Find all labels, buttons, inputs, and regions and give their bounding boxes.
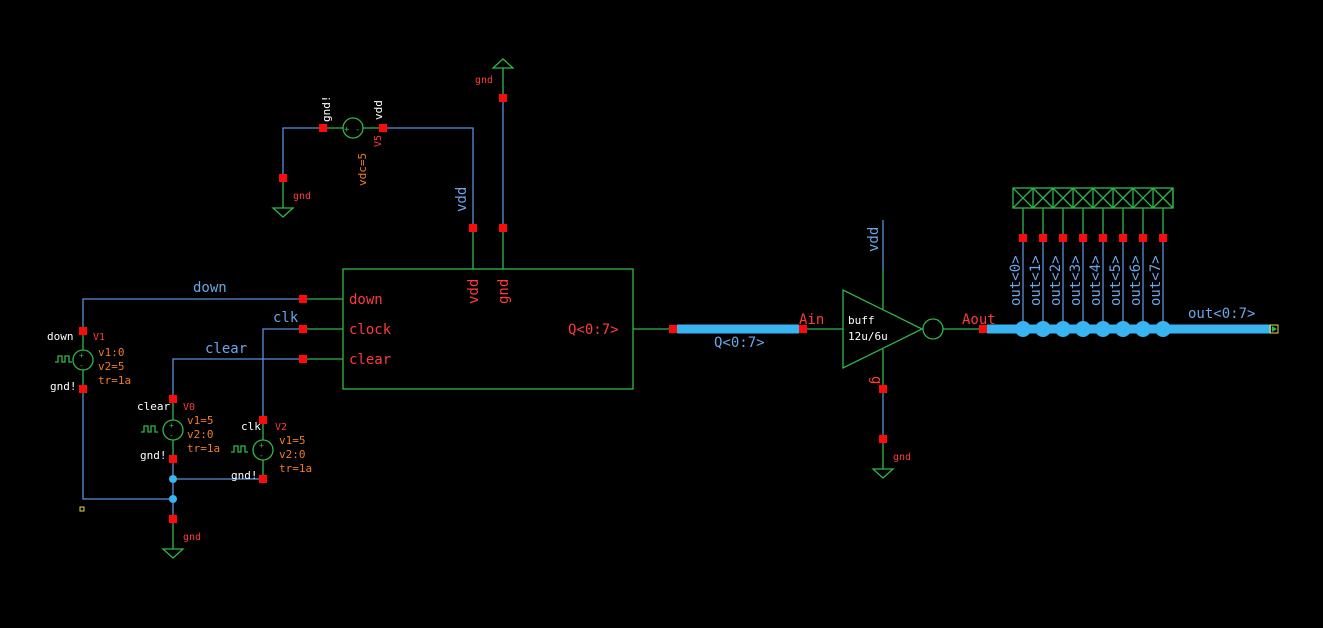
svg-text:tr=1a: tr=1a — [279, 462, 312, 475]
buff-name: buff — [848, 314, 875, 327]
bus-tap-dot — [1135, 321, 1151, 337]
out-bit-pin[interactable] — [1119, 234, 1127, 242]
svg-text:v1=5: v1=5 — [187, 414, 214, 427]
gnd-symbol-top: gnd — [475, 58, 515, 228]
v2-net-label: clk — [241, 420, 261, 433]
gnd-symbol-buff: gnd — [871, 435, 911, 479]
svg-text:+: + — [79, 351, 84, 360]
v5-name: V5 — [373, 135, 384, 147]
out-pin-box — [1092, 187, 1114, 209]
bus-tap-dot — [1115, 321, 1131, 337]
v2-gnd-label: gnd! — [231, 469, 258, 482]
v0-name: V0 — [183, 402, 195, 413]
input-wires: down clk clear — [79, 280, 299, 516]
out-bit-label: out<3> — [1068, 255, 1084, 306]
bus-tap-dot — [1075, 321, 1091, 337]
svg-text:v2=5: v2=5 — [98, 360, 125, 373]
wire-v5-gnd — [282, 127, 323, 178]
out-bit-pin[interactable] — [1059, 234, 1067, 242]
bus-tap-dot — [1015, 321, 1031, 337]
v5-gnd-label: gnd! — [320, 96, 333, 123]
bus-tap-dot — [1095, 321, 1111, 337]
out-pin-box — [1072, 187, 1094, 209]
v5-vdd-label: vdd — [372, 100, 385, 120]
pulse-source-v1[interactable]: + - down gnd! V1 v1:0 v2=5 tr=1a — [47, 327, 131, 393]
out-bit-pin[interactable] — [1099, 234, 1107, 242]
bus-q-label: Q<0:7> — [714, 335, 765, 351]
gnd-symbol-v5: gnd — [271, 174, 311, 218]
pulse-source-v0[interactable]: + - clear gnd! V0 v1=5 v2:0 tr=1a — [137, 395, 220, 463]
out-pin-box — [1012, 187, 1034, 209]
out-bit-pin[interactable] — [1139, 234, 1147, 242]
bus-out-label: out<0:7> — [1188, 306, 1255, 322]
v2-name: V2 — [275, 422, 287, 433]
down-net-label: down — [193, 280, 227, 296]
wire-v5-vdd — [383, 127, 474, 228]
output-pin-strip[interactable]: out<0>out<1>out<2>out<3>out<4>out<5>out<… — [1008, 187, 1174, 337]
bus-tap-dot — [1155, 321, 1171, 337]
out-bit-pin[interactable] — [1019, 234, 1027, 242]
svg-text:-: - — [79, 361, 84, 370]
svg-text:gnd: gnd — [893, 452, 911, 463]
svg-text:v2:0: v2:0 — [187, 428, 214, 441]
v0-net-label: clear — [137, 400, 170, 413]
pulse-source-v2[interactable]: + - clk gnd! V2 v1=5 v2:0 tr=1a — [231, 416, 312, 483]
bus-tap-dot — [1035, 321, 1051, 337]
counter-pin-clock: clock — [349, 322, 392, 338]
buff-aout-pin: Aout — [962, 312, 996, 328]
out-bit-label: out<4> — [1088, 255, 1104, 306]
out-bit-pin[interactable] — [1079, 234, 1087, 242]
buff-size: 12u/6u — [848, 330, 888, 343]
out-pin-box — [1152, 187, 1174, 209]
out-bit-label: out<1> — [1028, 255, 1044, 306]
out-pin-box — [1052, 187, 1074, 209]
out-pin-box — [1112, 187, 1134, 209]
v1-gnd-label: gnd! — [50, 380, 77, 393]
counter-block[interactable]: vdd vdd gnd down clock clear Q<0:7> — [299, 187, 673, 390]
svg-text:-: - — [169, 431, 174, 440]
inverting-buffer[interactable]: vdd g buff 12u/6u Ain Aout — [799, 220, 996, 435]
clk-net-label: clk — [273, 310, 299, 326]
svg-text:+: + — [169, 421, 174, 430]
svg-text:v1:0: v1:0 — [98, 346, 125, 359]
svg-text:+ -: + - — [344, 125, 360, 135]
svg-text:tr=1a: tr=1a — [187, 442, 220, 455]
bus-q[interactable]: Q<0:7> — [669, 324, 807, 351]
svg-text:-: - — [259, 451, 264, 460]
v5-param: vdc=5 — [356, 153, 369, 186]
v1-net-label: down — [47, 330, 74, 343]
vdc-source-v5[interactable]: + - gnd! vdd V5 vdc=5 — [282, 96, 474, 229]
buff-vdd-label: vdd — [866, 227, 882, 252]
counter-vdd-pin: vdd — [466, 279, 482, 304]
bus-tap-dot — [1055, 321, 1071, 337]
counter-pin-clear: clear — [349, 352, 391, 368]
clear-net-label: clear — [205, 341, 247, 357]
svg-text:gnd: gnd — [183, 532, 201, 543]
v0-gnd-label: gnd! — [140, 449, 167, 462]
svg-text:gnd: gnd — [293, 191, 311, 202]
out-pin-box — [1132, 187, 1154, 209]
counter-gnd-pin: gnd — [496, 279, 512, 304]
out-bit-label: out<2> — [1048, 255, 1064, 306]
v1-name: V1 — [93, 332, 105, 343]
counter-pin-down: down — [349, 292, 383, 308]
buff-g-pin: g — [868, 376, 884, 384]
vdd-net-label: vdd — [454, 187, 470, 212]
svg-text:tr=1a: tr=1a — [98, 374, 131, 387]
svg-text:+: + — [259, 441, 264, 450]
out-pin-box — [1032, 187, 1054, 209]
out-bit-label: out<7> — [1148, 255, 1164, 306]
svg-text:v1=5: v1=5 — [279, 434, 306, 447]
out-bit-pin[interactable] — [1039, 234, 1047, 242]
svg-text:v2:0: v2:0 — [279, 448, 306, 461]
gnd-symbol-bottom-left: gnd — [161, 515, 201, 559]
out-bit-label: out<6> — [1128, 255, 1144, 306]
out-bit-pin[interactable] — [1159, 234, 1167, 242]
svg-text:gnd: gnd — [475, 75, 493, 86]
out-bit-label: out<5> — [1108, 255, 1124, 306]
buff-ain-pin: Ain — [799, 312, 824, 328]
out-bit-label: out<0> — [1008, 255, 1024, 306]
counter-out-pin: Q<0:7> — [568, 322, 619, 338]
